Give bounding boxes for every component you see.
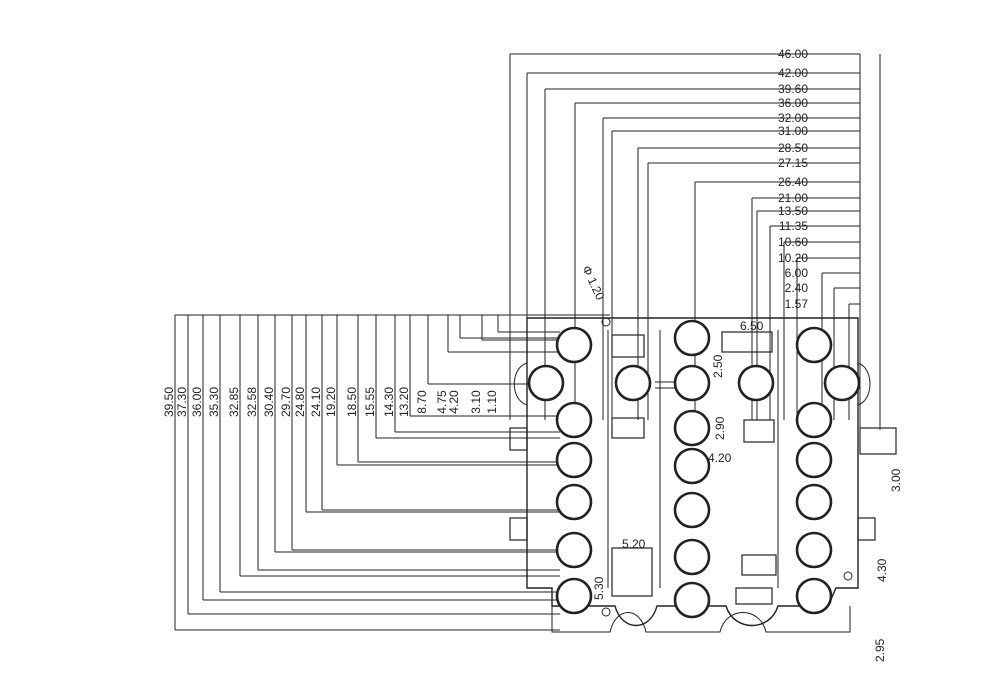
left-dim-label: 14.30 xyxy=(382,387,396,417)
contact-pad xyxy=(795,483,833,521)
contact-pads xyxy=(527,317,861,619)
contact-pad xyxy=(823,364,861,402)
contact-pad xyxy=(555,577,593,615)
left-dim-label: 15.55 xyxy=(363,387,377,417)
top-dim-label: 13.50 xyxy=(778,204,808,218)
top-dim-label: 39.60 xyxy=(778,82,808,96)
left-dim-label: 13.20 xyxy=(397,387,411,417)
contact-pad xyxy=(795,326,833,364)
top-dim-label: 28.50 xyxy=(778,141,808,155)
top-dim-label: 32.00 xyxy=(778,111,808,125)
contact-pad xyxy=(555,531,593,569)
contact-pad xyxy=(795,531,833,569)
contact-pad xyxy=(614,364,652,402)
left-dim-label: 29.70 xyxy=(279,387,293,417)
left-dim-label: 36.00 xyxy=(190,387,204,417)
left-dim-label: 24.10 xyxy=(309,387,323,417)
contact-pad xyxy=(673,581,711,619)
inner-dim-6: 5.30 xyxy=(592,576,606,600)
inner-dim-1: 6.50 xyxy=(740,319,764,333)
left-dim-label: 4.20 xyxy=(447,390,461,414)
top-dim-label: 26.40 xyxy=(778,175,808,189)
left-dim-label: 32.58 xyxy=(245,387,259,417)
contact-pad xyxy=(673,319,711,357)
left-dim-label: 4.75 xyxy=(435,390,449,414)
left-dim-label: 18.50 xyxy=(345,387,359,417)
top-dim-label: 21.00 xyxy=(778,191,808,205)
part-outline xyxy=(509,317,897,633)
top-dim-label: 1.57 xyxy=(785,297,809,311)
contact-pad xyxy=(673,409,711,447)
top-dim-label: 10.60 xyxy=(778,235,808,249)
left-dim-label: 3.10 xyxy=(469,390,483,414)
top-dim-label: 36.00 xyxy=(778,96,808,110)
locating-hole xyxy=(843,571,853,581)
contact-pad xyxy=(527,364,565,402)
top-dim-label: 10.20 xyxy=(778,251,808,265)
left-dim-label: 32.85 xyxy=(227,387,241,417)
top-dim-label: 46.00 xyxy=(778,47,808,61)
left-dim-label: 1.10 xyxy=(485,390,499,414)
contact-pad xyxy=(555,441,593,479)
contact-pad xyxy=(555,401,593,439)
inner-dimensions: 6.50 2.50 2.90 4.20 5.20 5.30 xyxy=(592,319,764,600)
locating-hole xyxy=(601,607,611,617)
contact-pad xyxy=(673,538,711,576)
contact-pad xyxy=(555,326,593,364)
contact-pad xyxy=(673,364,711,402)
contact-pad xyxy=(673,491,711,529)
inner-dim-3: 2.90 xyxy=(713,416,727,440)
contact-pad xyxy=(795,577,833,615)
top-dim-label: 2.40 xyxy=(785,281,809,295)
contact-pad xyxy=(673,447,711,485)
right-dimensions: 3.00 4.30 2.95 xyxy=(873,468,903,662)
right-dim-2: 4.30 xyxy=(875,558,889,582)
inner-dim-4: 4.20 xyxy=(708,451,732,465)
left-dim-label: 39.50 xyxy=(162,387,176,417)
right-dim-1: 3.00 xyxy=(889,468,903,492)
contact-pad xyxy=(795,401,833,439)
contact-pad xyxy=(795,441,833,479)
inner-dim-5: 5.20 xyxy=(622,537,646,551)
left-dim-label: 35.30 xyxy=(207,387,221,417)
contact-pad xyxy=(737,364,775,402)
inner-dim-2: 2.50 xyxy=(711,354,725,378)
locating-hole xyxy=(601,317,611,327)
left-dim-label: 24.80 xyxy=(293,387,307,417)
left-dim-label: 37.30 xyxy=(175,387,189,417)
top-dim-label: 6.00 xyxy=(785,266,809,280)
left-dim-label: 8.70 xyxy=(415,390,429,414)
left-dim-label: 30.40 xyxy=(262,387,276,417)
left-dim-label: 19.20 xyxy=(324,387,338,417)
right-dim-3: 2.95 xyxy=(873,638,887,662)
top-dim-label: 31.00 xyxy=(778,124,808,138)
top-dim-label: 11.35 xyxy=(779,219,808,233)
contact-pad xyxy=(555,483,593,521)
top-dim-label: 42.00 xyxy=(778,66,808,80)
top-dim-label: 27.15 xyxy=(778,156,808,170)
